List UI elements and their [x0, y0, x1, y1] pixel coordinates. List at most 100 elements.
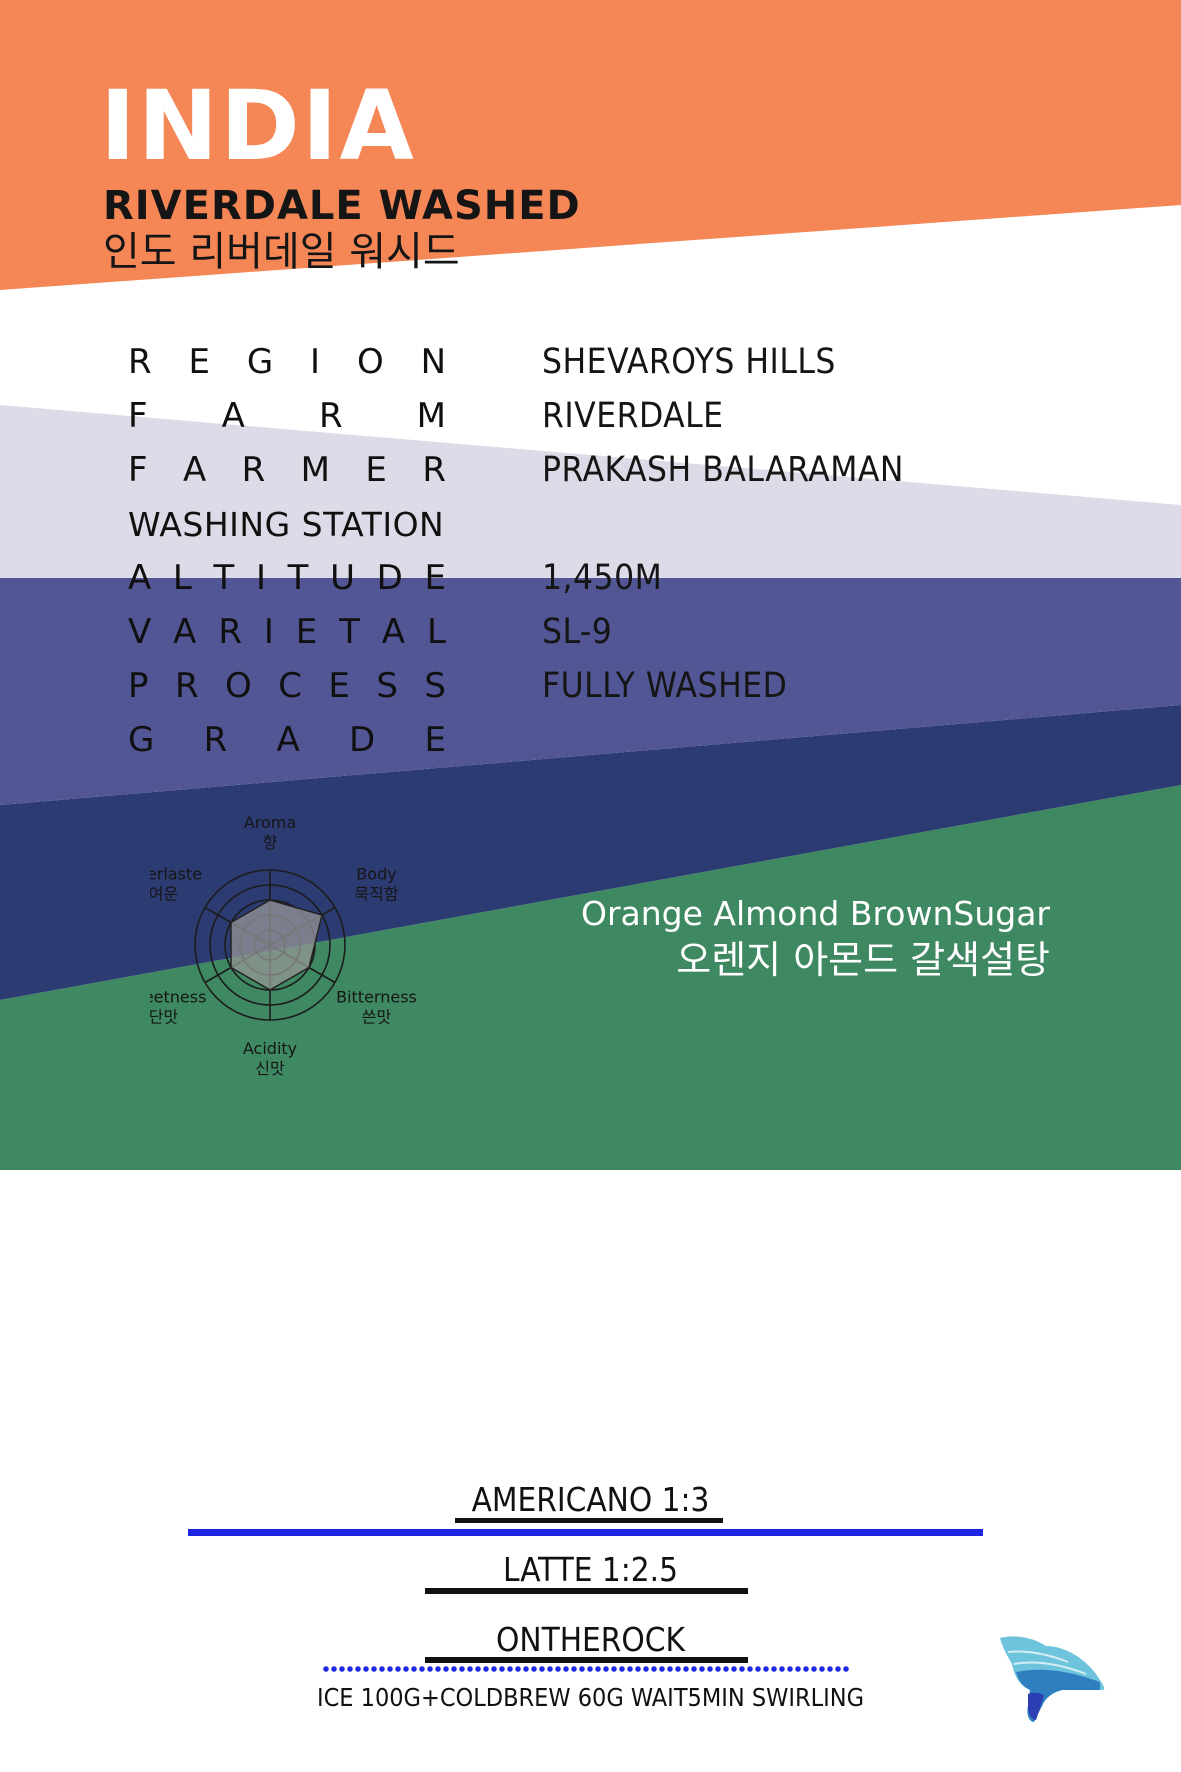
blue-divider — [188, 1529, 983, 1536]
spec-label-letter: E — [188, 342, 210, 382]
flavor-radar-chart: Aroma향Body묵직함Bitterness쓴맛Acidity신맛Sweetn… — [150, 813, 417, 1078]
coffee-name-korean: 인도 리버데일 워시드 — [103, 229, 460, 275]
spec-label-letter: R — [203, 720, 228, 760]
spec-label-letter: F — [128, 450, 148, 490]
spec-label-letter: T — [339, 612, 360, 652]
latte-underline — [425, 1588, 748, 1594]
spec-label-letter: A — [221, 396, 245, 436]
ontherock-underline — [425, 1657, 748, 1663]
radar-label-body-en: Body — [356, 865, 396, 884]
ontherock-instructions: ICE 100G+COLDBREW 60G WAIT5MIN SWIRLING — [316, 1683, 865, 1712]
spec-row-farm: F A R M RIVERDALE — [128, 389, 948, 443]
spec-label-letter: E — [424, 720, 446, 760]
radar-value-area — [230, 899, 323, 991]
spec-label-letter: N — [420, 342, 446, 382]
spec-label-letter: A — [276, 720, 300, 760]
spec-label-letter: R — [318, 396, 343, 436]
recipe-ontherock: ONTHEROCK — [496, 1620, 685, 1659]
spec-label-letter: F — [128, 396, 148, 436]
spec-label-letter: U — [330, 558, 355, 598]
spec-label-letter: T — [213, 558, 235, 598]
spec-label-letter: O — [356, 342, 384, 382]
tasting-notes-english: Orange Almond BrownSugar — [580, 894, 1050, 933]
spec-label-letter: R — [128, 342, 152, 382]
spec-label-letter: I — [255, 558, 266, 598]
spec-label-letter: A — [381, 612, 406, 652]
spec-value-region: SHEVAROYS HILLS — [542, 342, 836, 382]
spec-label-letter: A — [173, 612, 197, 652]
spec-label-letter: S — [424, 666, 446, 706]
spec-row-washing-station: WASHING STATION — [128, 497, 948, 551]
spec-value-process: FULLY WASHED — [542, 666, 788, 706]
spec-label-letter: M — [416, 396, 446, 436]
radar-label-sweetness-ko: 단맛 — [150, 1008, 178, 1027]
radar-label-body-ko: 묵직함 — [354, 885, 398, 904]
spec-label-letter: E — [365, 450, 387, 490]
americano-underline — [455, 1518, 723, 1523]
radar-label-acidity-ko: 신맛 — [255, 1059, 285, 1078]
band-orange — [0, 0, 1181, 290]
spec-label-letter: E — [328, 666, 350, 706]
spec-label-letter: G — [128, 720, 155, 760]
spec-label-letter: D — [349, 720, 376, 760]
spec-label-letter: E — [295, 612, 318, 652]
spec-label-letter: R — [218, 612, 242, 652]
radar-label-aroma-en: Aroma — [244, 813, 296, 832]
spec-label-letter: D — [376, 558, 403, 598]
coffee-name: RIVERDALE WASHED — [103, 183, 581, 229]
spec-label-letter: C — [278, 666, 302, 706]
spec-value-farmer: PRAKASH BALARAMAN — [542, 450, 904, 490]
spec-label-letter: A — [182, 450, 207, 490]
turtle-logo-icon — [1000, 1636, 1105, 1722]
radar-labels: Aroma향Body묵직함Bitterness쓴맛Acidity신맛Sweetn… — [150, 813, 417, 1078]
spec-label-washing-station: WASHING STATION — [128, 504, 445, 544]
radar-label-aroma-ko: 향 — [263, 833, 278, 852]
spec-label-letter: P — [128, 666, 149, 706]
radar-label-sweetness-en: Sweetness — [150, 988, 206, 1007]
spec-value-varietal: SL-9 — [542, 612, 613, 652]
tasting-notes-korean: 오렌지 아몬드 갈색설탕 — [676, 938, 1050, 982]
spec-label-letter: M — [300, 450, 331, 490]
spec-label-letter: R — [174, 666, 199, 706]
band-lavender — [0, 405, 1181, 578]
spec-label-letter: I — [310, 342, 321, 382]
spec-label-letter: A — [128, 558, 152, 598]
spec-label-letter: I — [263, 612, 274, 652]
spec-value-altitude: 1,450M — [542, 558, 663, 598]
spec-label-letter: V — [128, 612, 152, 652]
band-green — [0, 785, 1181, 1170]
spec-value-farm: RIVERDALE — [542, 396, 724, 436]
spec-label-letter: O — [225, 666, 252, 706]
band-indigo — [0, 578, 1181, 805]
country-title: INDIA — [100, 70, 416, 182]
recipe-americano: AMERICANO 1:3 — [471, 1480, 710, 1519]
radar-label-bitterness-en: Bitterness — [336, 988, 417, 1007]
spec-label-letter: R — [422, 450, 446, 490]
recipe-latte: LATTE 1:2.5 — [503, 1550, 678, 1589]
tasting-notes: Orange Almond BrownSugar 오렌지 아몬드 갈색설탕 — [580, 892, 1050, 984]
spec-label-letter: L — [426, 612, 446, 652]
radar-label-afterlaste-ko: 여운 — [150, 885, 178, 904]
spec-label-letter: R — [241, 450, 266, 490]
spec-label-letter: G — [246, 342, 274, 382]
spec-label-letter: E — [424, 558, 446, 598]
spec-label-letter: S — [376, 666, 398, 706]
dotted-divider — [322, 1666, 850, 1672]
radar-label-acidity-en: Acidity — [243, 1039, 297, 1058]
radar-label-afterlaste-en: Afterlaste — [150, 865, 202, 884]
spec-label-letter: L — [172, 558, 192, 598]
spec-label-letter: T — [287, 558, 309, 598]
